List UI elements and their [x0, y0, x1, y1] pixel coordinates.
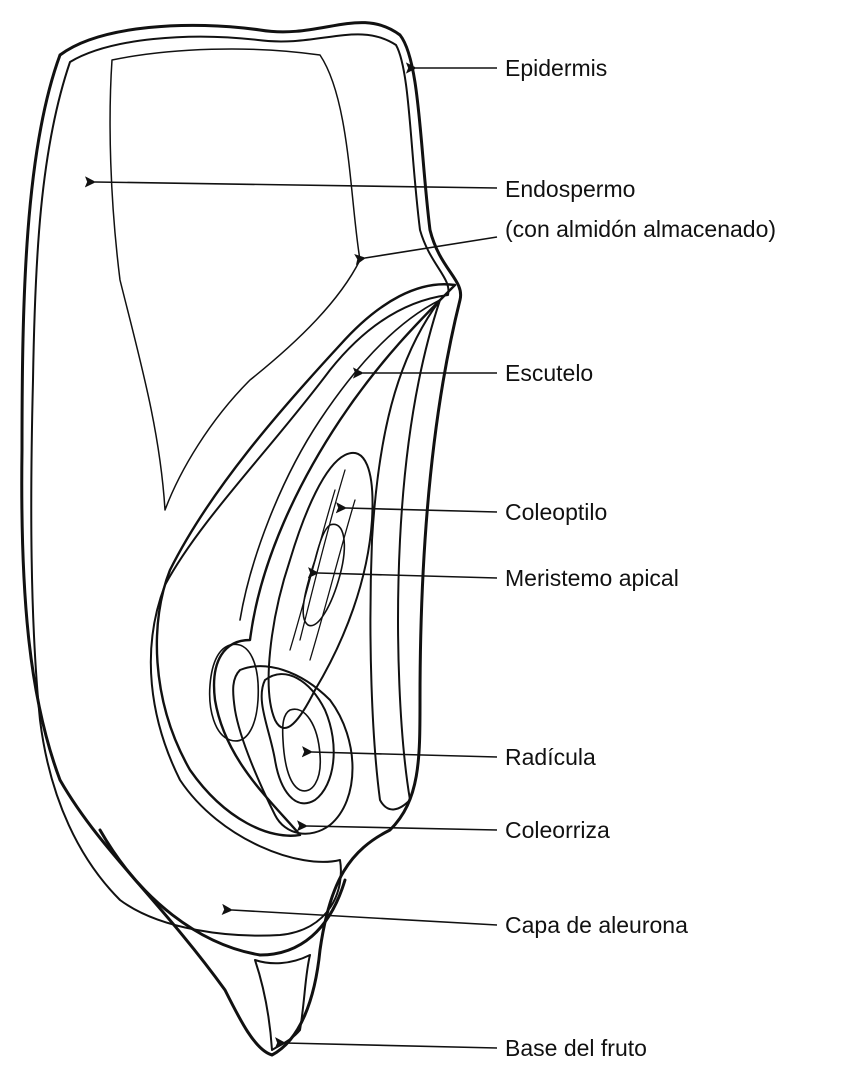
- fruit-base: [255, 955, 310, 1050]
- embryo-sheath: [370, 300, 440, 809]
- leader-endospermo-a: [95, 182, 497, 188]
- label-aleurona: Capa de aleurona: [505, 912, 688, 938]
- leader-aleurona: [232, 910, 497, 925]
- leader-coleoptilo: [346, 508, 497, 512]
- coleoptile: [269, 453, 373, 728]
- label-coleorriza: Coleorriza: [505, 817, 610, 843]
- leader-base: [285, 1043, 497, 1048]
- label-base: Base del fruto: [505, 1035, 647, 1061]
- leader-meristemo: [318, 573, 497, 578]
- label-escutelo: Escutelo: [505, 360, 593, 386]
- label-radicula: Radícula: [505, 744, 596, 770]
- label-epidermis: Epidermis: [505, 55, 607, 81]
- label-endospermo: Endospermo: [505, 176, 635, 202]
- radicle-tip: [283, 709, 321, 791]
- kernel-outline: [22, 23, 461, 1055]
- aleurone-line: [100, 830, 345, 955]
- scutellum: [157, 284, 455, 835]
- leader-coleorriza: [307, 826, 497, 830]
- endosperm-dense: [31, 34, 448, 935]
- label-coleoptilo: Coleoptilo: [505, 499, 607, 525]
- label-meristemo: Meristemo apical: [505, 565, 679, 591]
- starch-region: [110, 49, 360, 510]
- label-endospermo-detail: (con almidón almacenado): [505, 216, 776, 242]
